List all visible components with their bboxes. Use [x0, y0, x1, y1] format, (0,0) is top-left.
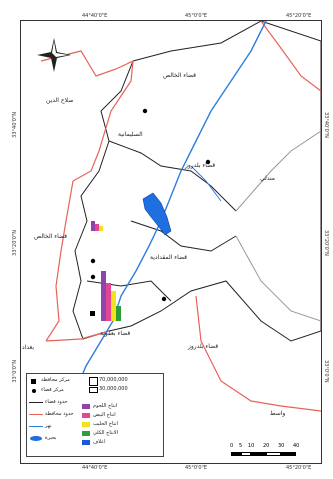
series-1-swatch: [82, 404, 90, 409]
scale-tick-10: 10: [248, 443, 255, 449]
label-center-region: قضاء المقدادية: [150, 254, 188, 261]
scale-segment-2: [241, 452, 251, 456]
river-tributary: [190, 165, 222, 202]
coord-top-1: 44°40'0"E: [82, 13, 108, 19]
town-point-5: [161, 296, 167, 302]
coord-left-2: 33°20'0"N: [12, 230, 18, 256]
governorate-boundary-north: [260, 21, 321, 92]
label-north-district: قضاء الخالص: [163, 72, 197, 79]
district-boundary-4: [235, 130, 321, 212]
scale-tick-30: 30: [278, 443, 285, 449]
coord-bottom-1: 44°40'0"E: [82, 465, 108, 471]
bar-scale-label-1: 70,000,000: [99, 377, 128, 383]
coord-bottom-3: 45°20'0"E: [286, 465, 312, 471]
governorate-boundary-icon: [29, 414, 43, 415]
scale-tick-5: 5: [239, 443, 243, 449]
label-baqubah: قضاء بعقوبة: [100, 330, 131, 337]
series-1-label: انتاج اللحوم: [93, 403, 118, 409]
coord-top-2: 45°0'0"E: [185, 13, 208, 19]
label-south-region: قضاء بلدروز: [188, 343, 219, 350]
governorate-boundary-west: [40, 50, 134, 342]
coord-bottom-2: 45°0'0"E: [185, 465, 208, 471]
series-5-label: اعلاف: [93, 439, 106, 445]
label-east-region: مندلي: [260, 175, 276, 182]
map-legend: مركز محافظة مركز قضاء حدود قضاء حدود محا…: [26, 373, 164, 457]
governorate-boundary-south: [195, 295, 321, 412]
chart-bar-1: [101, 271, 106, 321]
scale-tick-20: 20: [263, 443, 270, 449]
label-northwest-district: صلاح الدين: [46, 97, 74, 104]
legend-item-5: نهر: [45, 423, 52, 429]
town-point-2: [205, 159, 211, 165]
north-arrow-icon: [37, 38, 71, 72]
legend-item-6: بحيرة: [45, 435, 57, 441]
governorate-boundary-southwest: [45, 330, 110, 342]
series-2-label: انتاج البيض: [93, 412, 116, 418]
coord-right-2: 33°20'0"N: [323, 230, 329, 256]
district-boundary-5: [235, 235, 321, 322]
label-wasit: واسط: [270, 410, 286, 417]
district-boundary-icon: [29, 402, 43, 403]
chart-bar-3: [111, 291, 116, 321]
scale-bar: 0 5 10 20 30 40: [230, 441, 304, 461]
label-salah-town: السليمانية: [118, 131, 143, 138]
town-point-3: [90, 258, 96, 264]
coord-right-3: 33°0'0"N: [323, 360, 329, 383]
legend-item-4: حدود محافظة: [45, 411, 74, 417]
coord-top-3: 45°20'0"E: [286, 13, 312, 19]
town-point-1: [142, 108, 148, 114]
governorate-center: [90, 311, 95, 316]
coord-left-3: 33°0'0"N: [12, 360, 18, 383]
scale-segment-4: [266, 452, 281, 456]
river-icon: [29, 426, 43, 427]
scale-segment-1: [231, 452, 241, 456]
scale-tick-0: 0: [230, 443, 234, 449]
series-3-swatch: [82, 422, 90, 427]
scale-segment-3: [251, 452, 266, 456]
bar-scale-box-2: [89, 387, 98, 393]
label-baghdad: بغداد: [22, 344, 35, 351]
series-4-label: الانتاج الكلي: [93, 430, 118, 436]
district-boundary-2: [130, 220, 237, 252]
legend-item-2: مركز قضاء: [41, 387, 64, 393]
label-west-region: قضاء الخالص: [34, 233, 68, 240]
coord-left-1: 33°40'0"N: [12, 112, 18, 138]
chart-bar-2: [106, 283, 111, 321]
chart-small-bar-2: [95, 224, 99, 231]
legend-item-3: حدود قضاء: [45, 399, 68, 405]
series-4-swatch: [82, 431, 90, 436]
legend-item-1: مركز محافظة: [41, 377, 70, 383]
chart-small-bar-1: [91, 221, 95, 231]
label-baqubah-north: قضاء بلدروز: [185, 162, 216, 169]
chart-bar-4: [116, 306, 121, 321]
scale-tick-40: 40: [293, 443, 300, 449]
chart-small-bar-3: [99, 226, 103, 231]
governorate-area: [72, 21, 321, 342]
lake-hamrin: [142, 192, 172, 236]
bar-scale-label-2: 30,000,000: [99, 386, 128, 392]
map-canvas: [40, 21, 321, 412]
lake-icon: [30, 436, 42, 441]
bar-scale-box-1: [89, 377, 98, 386]
scale-segment-5: [281, 452, 296, 456]
district-center-icon: [32, 389, 36, 393]
series-3-label: انتاج الحليب: [93, 421, 118, 427]
governorate-center-icon: [31, 379, 36, 384]
series-5-swatch: [82, 440, 90, 445]
coord-right-1: 33°40'0"N: [323, 112, 329, 138]
district-boundary-1: [108, 140, 237, 212]
town-point-4: [90, 274, 96, 280]
series-2-swatch: [82, 413, 90, 418]
